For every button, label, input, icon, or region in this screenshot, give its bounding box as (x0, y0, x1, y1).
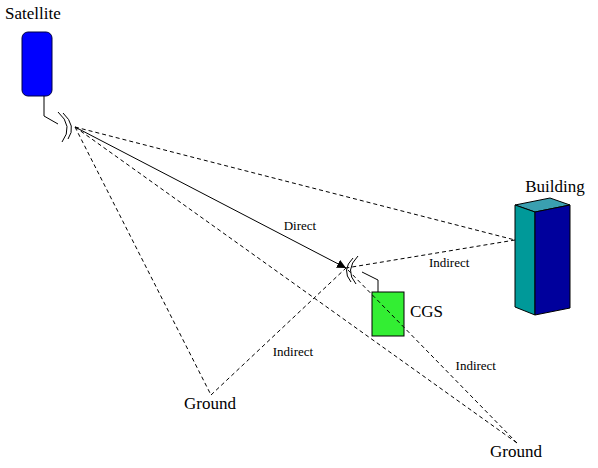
building-side (535, 205, 570, 315)
ground-node: Ground (490, 443, 544, 462)
path-label: Direct (282, 219, 318, 233)
building-front (515, 205, 535, 315)
node-label: Ground (184, 395, 238, 414)
node-label: Ground (490, 443, 544, 462)
path-label: Indirect (271, 345, 315, 359)
cgs-antenna-mast (362, 272, 378, 292)
signal-path (75, 127, 517, 443)
satellite-body (22, 32, 52, 96)
signal-path (346, 268, 517, 443)
path-label: Indirect (427, 256, 471, 270)
cgs-box (372, 292, 404, 336)
node-label: CGS (410, 303, 443, 322)
signal-path (75, 127, 515, 240)
satellite-dish-rim (63, 113, 72, 139)
cgs-node: CGS (346, 266, 448, 340)
signal-path (75, 127, 346, 268)
node-label: Satellite (5, 5, 61, 24)
cgs-dish-rim (346, 258, 353, 282)
path-label: Indirect (454, 359, 498, 373)
building-node: Building (515, 172, 595, 317)
satellite-node: Satellite (2, 5, 75, 130)
satellite-antenna-mast (44, 96, 58, 124)
signal-path (211, 268, 346, 395)
signal-path (75, 127, 211, 395)
node-label: Building (515, 178, 595, 197)
ground-node: Ground (184, 395, 238, 414)
